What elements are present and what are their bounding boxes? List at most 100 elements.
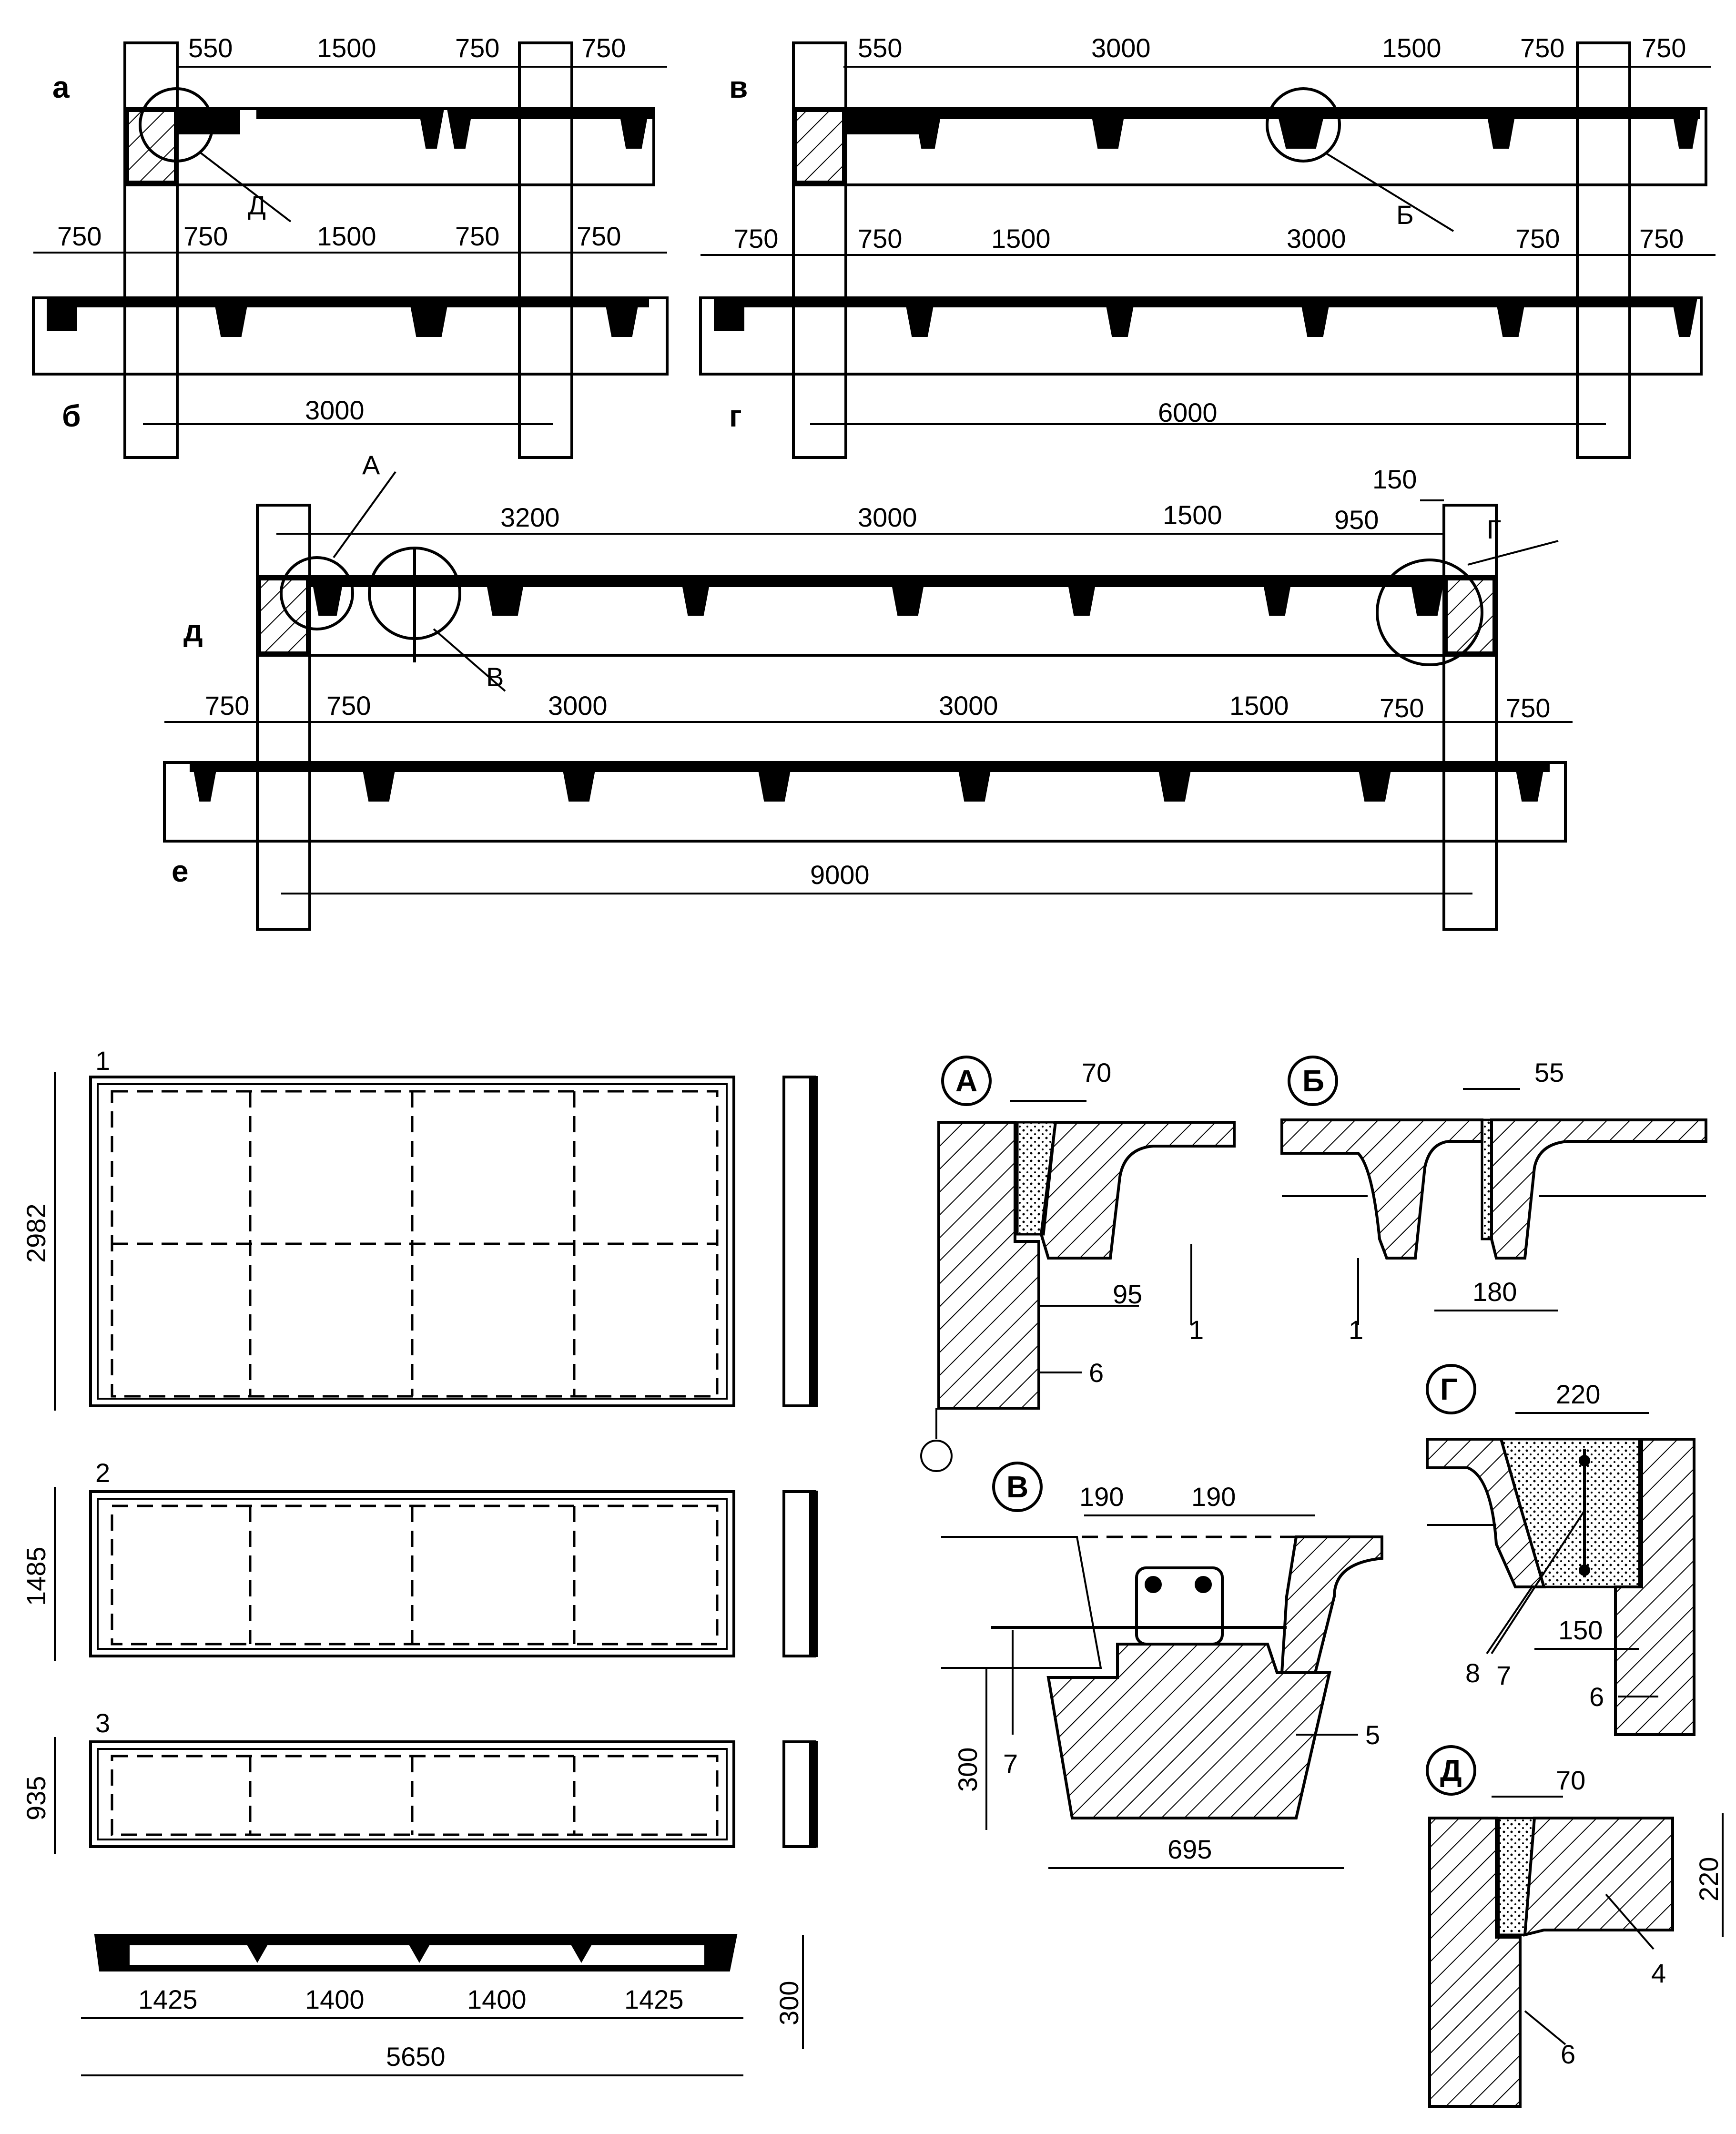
- rib-e2: [361, 762, 397, 802]
- detail-g-label: Г: [1440, 1372, 1457, 1406]
- slab-1-section-fill: [809, 1076, 818, 1407]
- detail-v-ref-5: 5: [1365, 1720, 1380, 1750]
- detail-a: А 70 95 1 6: [920, 1056, 1236, 1472]
- dim-e-6: 750: [1506, 693, 1550, 723]
- slab-2-num: 2: [95, 1458, 110, 1488]
- rib-d4: [890, 576, 926, 616]
- detail-d-slab: [1523, 1817, 1674, 1937]
- dim-e-1: 750: [326, 691, 371, 721]
- rib-g4: [1495, 297, 1526, 337]
- detail-a-slab: [1039, 1121, 1236, 1260]
- slab-3-width: 935: [21, 1776, 51, 1820]
- column-left-d: [256, 504, 311, 931]
- dim-g-1: 750: [858, 224, 902, 254]
- rib-spacing-1: 1400: [305, 1984, 365, 2014]
- column-left-v: [792, 41, 847, 459]
- slab-plans: 1 2982 2 1485 3 935 300 1425 1400 14: [21, 1046, 818, 2076]
- panel-v-g: Б в г 550 3000 1500 750 750 750 750 1500…: [699, 33, 1716, 459]
- dim-g-span: 6000: [1158, 397, 1218, 427]
- dim-v-2: 1500: [1382, 33, 1442, 63]
- detail-v-slab-left: [941, 1536, 1102, 1669]
- panel-label-e: е: [172, 854, 189, 888]
- leader-d: [199, 152, 292, 223]
- leader-v: [433, 628, 506, 692]
- dim-e-5: 750: [1380, 693, 1424, 723]
- detail-a-ref-1: 1: [1189, 1315, 1204, 1345]
- slab-3-outline: [89, 1740, 735, 1848]
- callout-b-label: Б: [1396, 200, 1414, 230]
- rib-e4: [756, 762, 792, 802]
- detail-b-slab-left: [1280, 1118, 1483, 1260]
- detail-g-bar-bottom: [1579, 1565, 1590, 1576]
- column-left: [123, 41, 179, 459]
- detail-d-ref-6: 6: [1561, 2039, 1575, 2069]
- callout-circle-b: [1266, 87, 1341, 163]
- detail-g-ref-line-7: [1491, 1510, 1585, 1655]
- rib-a2: [447, 108, 473, 149]
- detail-g-badge: [1426, 1364, 1476, 1414]
- section-height: 300: [774, 1981, 804, 2025]
- detail-a-wall: [937, 1121, 1040, 1410]
- callout-circle-a: [280, 556, 354, 630]
- leader-a: [333, 471, 396, 559]
- detail-b-dim-0: 55: [1534, 1057, 1564, 1087]
- slab-2-outline: [89, 1490, 735, 1657]
- detail-v-dim-1: 190: [1191, 1482, 1236, 1512]
- detail-g-wall: [1614, 1438, 1695, 1736]
- detail-v-bolt-2: [1195, 1576, 1212, 1593]
- wall-v: [794, 109, 845, 183]
- rib-g1: [904, 297, 935, 337]
- slab-top-g: [742, 297, 1688, 307]
- slab-end-a: [176, 108, 240, 134]
- detail-d-dim-0: 70: [1556, 1765, 1585, 1795]
- detail-d-ref-line-6: [1524, 2010, 1566, 2045]
- rib-e1: [192, 762, 218, 802]
- detail-a-level-circle: [920, 1440, 953, 1472]
- panel-d-e: А В Г д е 3200 3000 1500 950 150 750 750…: [163, 450, 1573, 931]
- detail-d-dim-1: 220: [1694, 1857, 1724, 1901]
- slab-end-v: [845, 108, 923, 134]
- callout-circle-g: [1376, 559, 1483, 666]
- wall-a: [126, 109, 177, 183]
- slab-end-b: [47, 297, 77, 331]
- rib-a3: [618, 108, 650, 149]
- dim-b-4: 750: [577, 221, 621, 251]
- column-right-d: [1442, 504, 1498, 931]
- detail-d-badge: [1426, 1745, 1476, 1796]
- detail-v-dim-0: 190: [1079, 1482, 1124, 1512]
- rib-e7: [1357, 762, 1393, 802]
- dim-b-1: 750: [183, 221, 228, 251]
- rib-v2: [1090, 108, 1126, 149]
- dim-e-3: 3000: [939, 691, 998, 721]
- slab-2-ribs: [111, 1504, 719, 1646]
- dim-a-3: 750: [581, 33, 626, 63]
- dim-g-2: 1500: [991, 224, 1051, 254]
- beam-g: [699, 296, 1703, 376]
- callout-d-label: Д: [248, 190, 266, 220]
- callout-a-label: А: [362, 450, 380, 480]
- panel-label-b: б: [62, 399, 81, 433]
- dim-d-3: 950: [1334, 505, 1379, 535]
- callout-v-label: В: [486, 662, 504, 692]
- dim-v-4: 750: [1642, 33, 1686, 63]
- slab-end-g: [714, 297, 744, 331]
- dim-v-3: 750: [1520, 33, 1564, 63]
- dim-v-1: 3000: [1091, 33, 1151, 63]
- dim-a-2: 750: [455, 33, 499, 63]
- dim-b-3: 750: [455, 221, 499, 251]
- detail-b-dim-1: 180: [1472, 1277, 1517, 1307]
- detail-g-ref-6: 6: [1589, 1682, 1604, 1712]
- detail-v-dim-2: 300: [953, 1748, 983, 1792]
- detail-g-ref-8: 8: [1465, 1658, 1480, 1688]
- dim-g-3: 3000: [1287, 224, 1346, 254]
- detail-v: В 190 190 300 695 7 5: [941, 1462, 1383, 1869]
- detail-g-ref-line-8: [1486, 1586, 1533, 1655]
- detail-d-ref-line-4: [1605, 1893, 1655, 1950]
- slab-top-e: [190, 762, 1550, 772]
- callout-g-label: Г: [1487, 514, 1501, 544]
- dim-e-4: 1500: [1229, 691, 1289, 721]
- detail-a-ref-6: 6: [1089, 1358, 1104, 1388]
- callout-circle-d: [139, 87, 214, 163]
- dim-e-0: 750: [205, 691, 249, 721]
